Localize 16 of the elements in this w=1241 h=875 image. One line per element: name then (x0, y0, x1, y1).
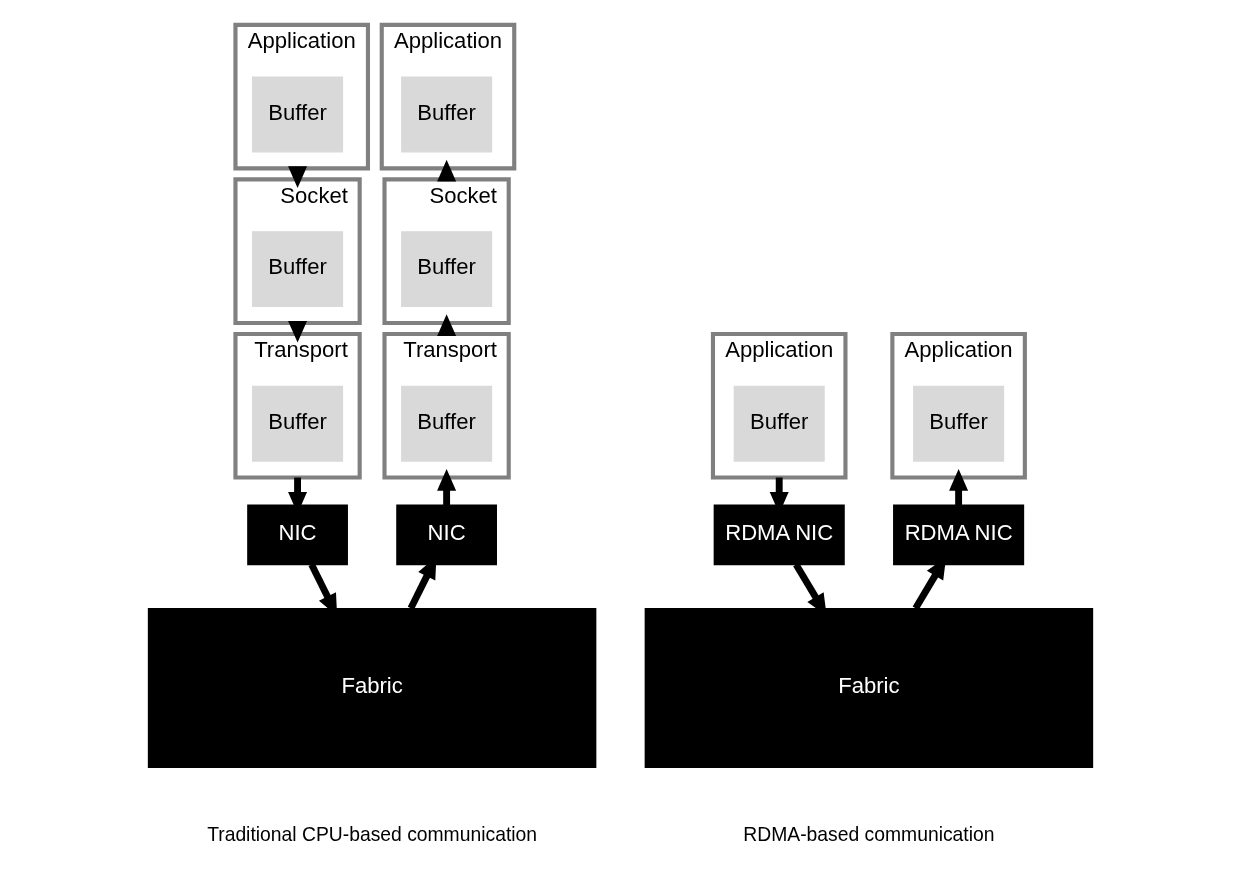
node-box: Buffer (913, 385, 1005, 462)
node-box: Buffer (252, 385, 344, 462)
node-box: Buffer (401, 231, 493, 308)
node-box: Buffer (252, 231, 344, 308)
node-box: Buffer (733, 385, 825, 462)
node-box: Fabric (147, 607, 597, 769)
node-box: Fabric (644, 607, 1094, 769)
node-box: Buffer (401, 385, 493, 462)
label: RDMA-based communication (743, 824, 995, 846)
node-box: Buffer (401, 76, 493, 153)
label: Traditional CPU-based communication (207, 824, 538, 846)
node-box: NIC (247, 504, 348, 566)
node-box: RDMA NIC (893, 504, 1025, 566)
node-box: RDMA NIC (713, 504, 845, 566)
node-box: Buffer (252, 76, 344, 153)
node-box: NIC (396, 504, 497, 566)
